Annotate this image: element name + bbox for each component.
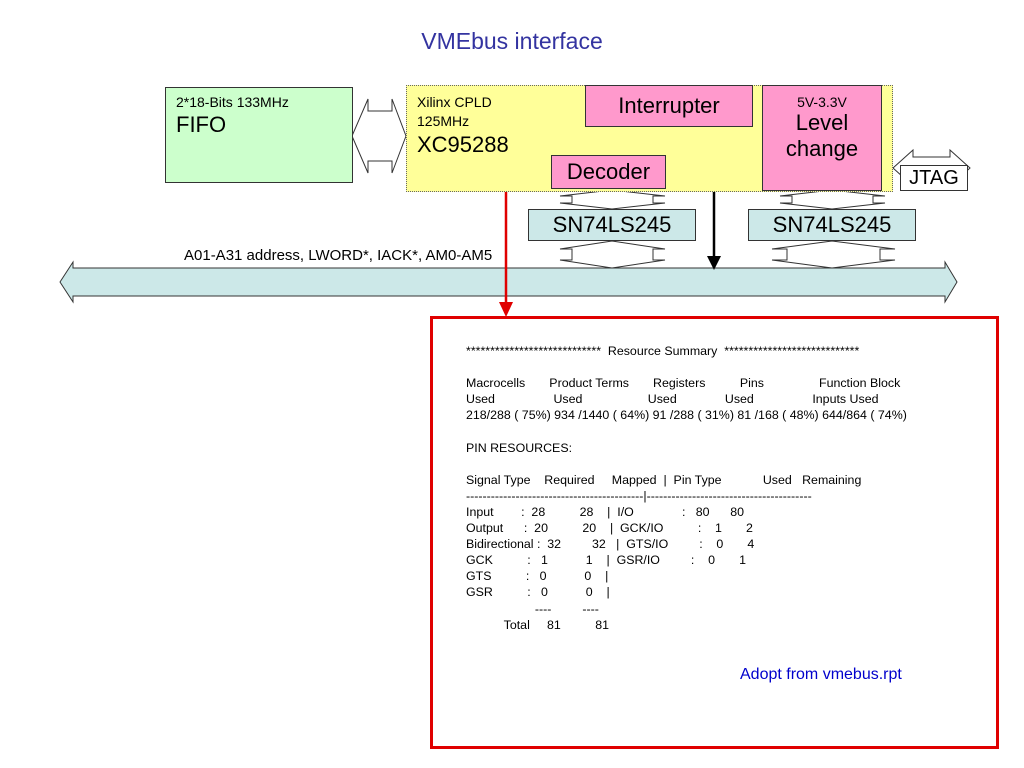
report-line: ----------------------------------------… [466, 488, 812, 503]
report-line: **************************** Resource Su… [466, 344, 860, 358]
fifo-block: 2*18-Bits 133MHz FIFO [165, 87, 353, 183]
resource-report-frame [430, 316, 999, 749]
jtag-block: JTAG [900, 165, 968, 191]
report-line: GTS : 0 0 | [466, 569, 609, 584]
fifo-cpld-arrow [351, 98, 407, 174]
transceiver-2: SN74LS245 [748, 209, 916, 241]
resource-report-text: **************************** Resource Su… [466, 343, 907, 633]
transceiver1-bus-arrow [559, 240, 666, 269]
vme-bus-arrow [59, 260, 958, 304]
report-line: Used Used Used Used Inputs Used [466, 392, 879, 407]
bus-label: A01-A31 address, LWORD*, IACK*, AM0-AM5 [184, 247, 493, 264]
report-line: GCK : 1 1 | GSR/IO : 0 1 [466, 553, 747, 568]
report-source-note: Adopt from vmebus.rpt [740, 666, 902, 683]
level-change-block: 5V-3.3V Level change [762, 85, 882, 191]
report-pointer-arrow [499, 192, 513, 317]
report-line: Input : 28 28 | I/O : 80 80 [466, 504, 744, 519]
report-line: Output : 20 20 | GCK/IO : 1 2 [466, 521, 753, 536]
level-line2: change [785, 136, 859, 161]
level-line1: Level [795, 110, 849, 135]
interrupter-block: Interrupter [585, 85, 753, 127]
level-transceiver-arrow [779, 189, 886, 210]
cpld-part: XC95288 [417, 132, 509, 157]
report-line: ---- ---- [466, 601, 599, 616]
fifo-name: FIFO [176, 112, 227, 137]
decoder-transceiver-arrow [559, 189, 666, 210]
report-line: 218/288 ( 75%) 934 /1440 ( 64%) 91 /288 … [466, 408, 907, 423]
fifo-spec: 2*18-Bits 133MHz [176, 94, 289, 110]
report-line: Bidirectional : 32 32 | GTS/IO : 0 4 [466, 537, 755, 552]
report-line: PIN RESOURCES: [466, 440, 573, 455]
cpld-frequency: 125MHz [417, 113, 470, 129]
report-line: Macrocells Product Terms Registers Pins … [466, 376, 901, 391]
transceiver-1: SN74LS245 [528, 209, 696, 241]
report-line: Total 81 81 [466, 617, 610, 632]
report-line: GSR : 0 0 | [466, 585, 610, 600]
cpld-label: Xilinx CPLD 125MHz XC95288 [417, 93, 509, 159]
decoder-block: Decoder [551, 155, 666, 189]
cpld-vendor: Xilinx CPLD [417, 94, 492, 110]
transceiver2-bus-arrow [771, 240, 896, 269]
report-line: Signal Type Required Mapped | Pin Type U… [466, 472, 862, 487]
level-voltage: 5V-3.3V [797, 94, 847, 110]
page-title: VMEbus interface [421, 28, 603, 54]
